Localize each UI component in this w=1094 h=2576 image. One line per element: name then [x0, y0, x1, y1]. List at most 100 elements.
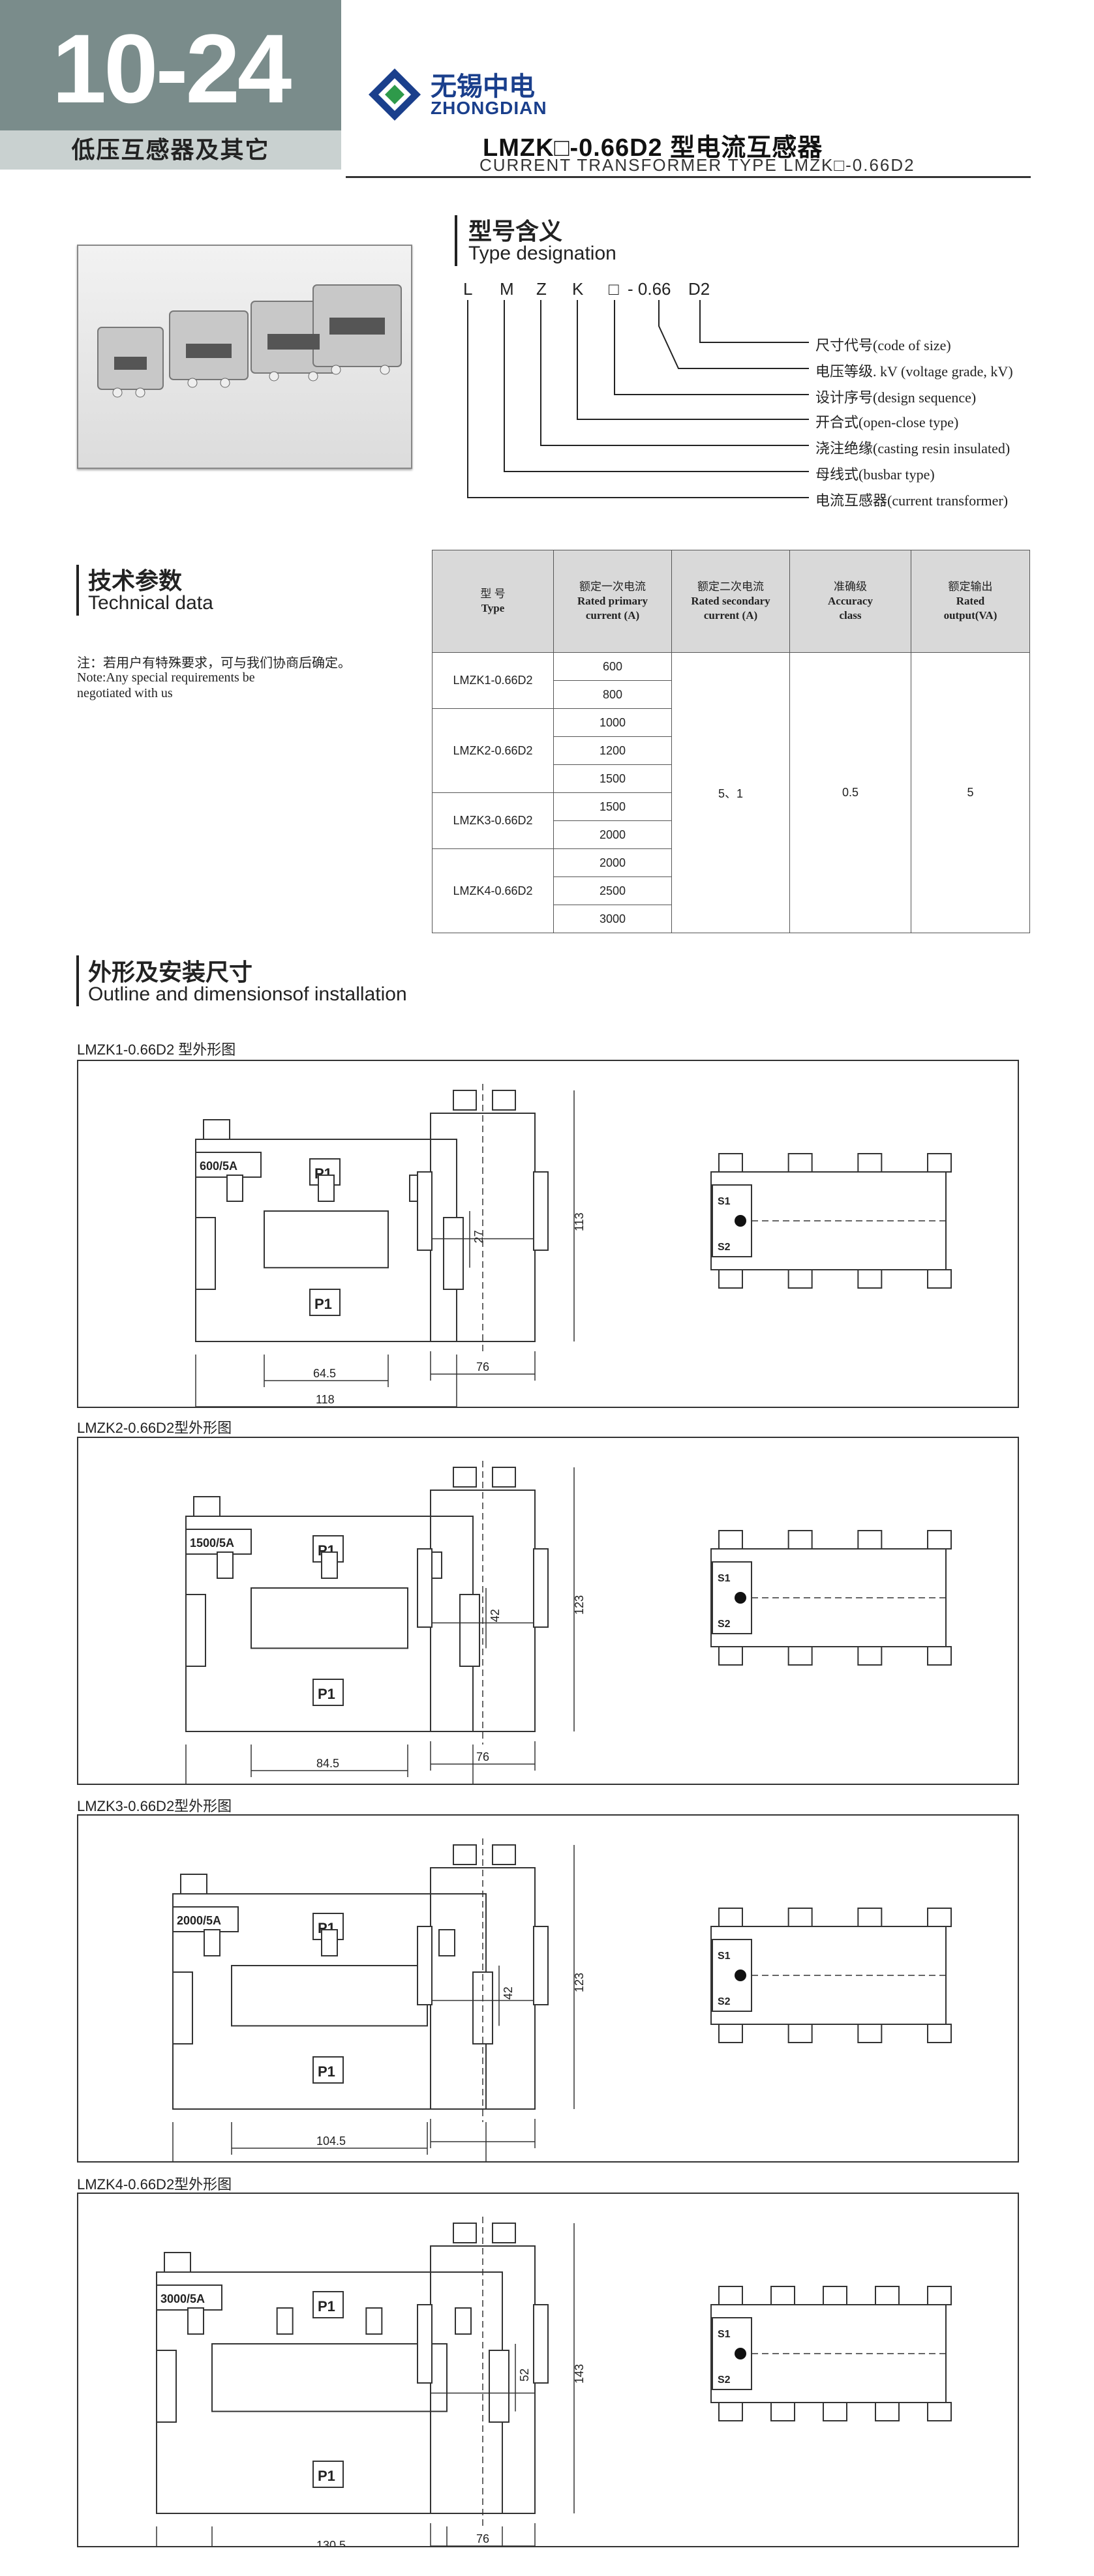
busbar-clamp [276, 2307, 294, 2335]
top-bolt-block [927, 1153, 952, 1173]
busbar-clamp [318, 1175, 335, 1202]
cell-primary: 600 [553, 652, 672, 681]
outline-section-title-en: Outline and dimensionsof installation [88, 983, 407, 1005]
tech-section-bar [76, 565, 79, 616]
bottom-bolt-block [857, 1269, 883, 1289]
terminal-s1-text: S1 [718, 1573, 731, 1584]
dim-window-height-text: 42 [502, 1986, 515, 1999]
dim-window-width-text: 64.5 [313, 1367, 336, 1380]
terminal-s1-text: S1 [718, 1196, 731, 1207]
dim-height-text: 143 [573, 2364, 586, 2384]
tech-note-cn: 注：若用户有特殊要求，可与我们协商后确定。 [77, 656, 351, 670]
dim-height-text: 113 [573, 1212, 586, 1231]
top-bolt-block [787, 1530, 813, 1550]
brand-name-en: ZHONGDIAN [431, 98, 547, 118]
top-bolt-block [927, 2286, 952, 2305]
dim-height-text: 123 [573, 1973, 586, 1992]
top-terminal-block [193, 1496, 220, 1517]
top-bolt-block [787, 1908, 813, 1927]
table-row: LMZK1-0.66D2 600 5、1 0.5 5 [432, 652, 1030, 933]
top-bolt-block [770, 2286, 795, 2305]
side-terminal [453, 1090, 477, 1111]
tech-section-title-en: Technical data [88, 592, 213, 614]
top-terminal-block [164, 2252, 191, 2273]
bottom-bolt-block [787, 2024, 813, 2043]
tech-section-title-cn: 技术参数 [88, 567, 183, 594]
busbar-clamp [438, 1929, 455, 1956]
bottom-bolt-block [857, 2024, 883, 2043]
bottom-bolt-block [787, 1646, 813, 1666]
side-clamp [417, 2304, 433, 2384]
meaning-open-close: 开合式(open-close type) [815, 414, 959, 430]
bottom-bolt-block [718, 1269, 743, 1289]
cell-type: LMZK1-0.66D2 [432, 652, 554, 709]
side-terminal [492, 2223, 516, 2243]
busbar-window [264, 1210, 389, 1268]
top-bolt-block [927, 1530, 952, 1550]
dim-depth-text: 76 [476, 1360, 489, 1373]
meaning-design-sequence: 设计序号(design sequence) [815, 389, 977, 406]
category-bar [0, 130, 341, 170]
code-letter-k: K [572, 279, 584, 299]
product-photo-drawing [97, 284, 402, 398]
side-terminal [492, 1844, 516, 1865]
code-size-box: □ [609, 279, 619, 299]
cell-secondary: 5、1 [671, 652, 790, 933]
cell-primary: 1000 [553, 708, 672, 737]
busbar-clamp [321, 1929, 338, 1956]
figure-label: LMZK3-0.66D2型外形图 [77, 1798, 232, 1814]
side-terminal [453, 2223, 477, 2243]
p1-bottom-text: P1 [318, 2063, 335, 2080]
p1-bottom-text: P1 [318, 2468, 335, 2484]
dim-window-height-text: 42 [489, 1609, 502, 1622]
designation-leader-lines [467, 300, 809, 498]
meaning-voltage: 电压等级. kV (voltage grade, kV) [815, 363, 1013, 380]
bottom-bolt-block [927, 2402, 952, 2421]
rating-plate [156, 2284, 222, 2311]
p1-bottom-marker [312, 2461, 344, 2488]
cell-type: LMZK2-0.66D2 [432, 708, 554, 793]
table-row: LMZK2-0.66D2 1000 [432, 708, 1030, 793]
table-row: LMZK3-0.66D2 1500 [432, 792, 1030, 849]
cell-primary: 2000 [553, 848, 672, 877]
page-number: 10-24 [52, 14, 292, 123]
bottom-bolt-block [787, 1269, 813, 1289]
cell-primary: 2500 [553, 876, 672, 905]
figure-label: LMZK4-0.66D2型外形图 [77, 2176, 232, 2193]
bottom-bolt-block [927, 1646, 952, 1666]
side-clamp [443, 1217, 464, 1290]
top-bolt-block [718, 2286, 743, 2305]
rating-plate-text: 1500/5A [190, 1536, 234, 1550]
side-clamp [417, 1548, 433, 1628]
side-clamp [533, 1548, 549, 1628]
center-terminal-dot [735, 1969, 746, 1981]
busbar-clamp [321, 1551, 338, 1579]
side-clamp [185, 1594, 206, 1667]
outline-section-bar [76, 955, 79, 1006]
rating-plate-text: 600/5A [200, 1160, 237, 1173]
bottom-bolt-block [718, 1646, 743, 1666]
side-clamp [195, 1217, 216, 1290]
code-letter-l: L [463, 279, 473, 299]
outline-section-title-cn: 外形及安装尺寸 [88, 959, 253, 985]
p1-bottom-marker [312, 2056, 344, 2084]
meaning-size-code: 尺寸代号(code of size) [815, 337, 951, 353]
bottom-bolt-block [927, 2024, 952, 2043]
table-row: 3000 [433, 905, 1030, 933]
side-clamp [156, 2350, 177, 2423]
p1-top-marker [312, 2291, 344, 2318]
product-photo [77, 245, 412, 469]
cell-type: LMZK4-0.66D2 [432, 848, 554, 933]
brand-name-cn: 无锡中电 [431, 72, 535, 101]
top-bolt-block [875, 2286, 900, 2305]
top-bolt-block [718, 1908, 743, 1927]
terminal-s2-text: S2 [718, 1619, 731, 1630]
